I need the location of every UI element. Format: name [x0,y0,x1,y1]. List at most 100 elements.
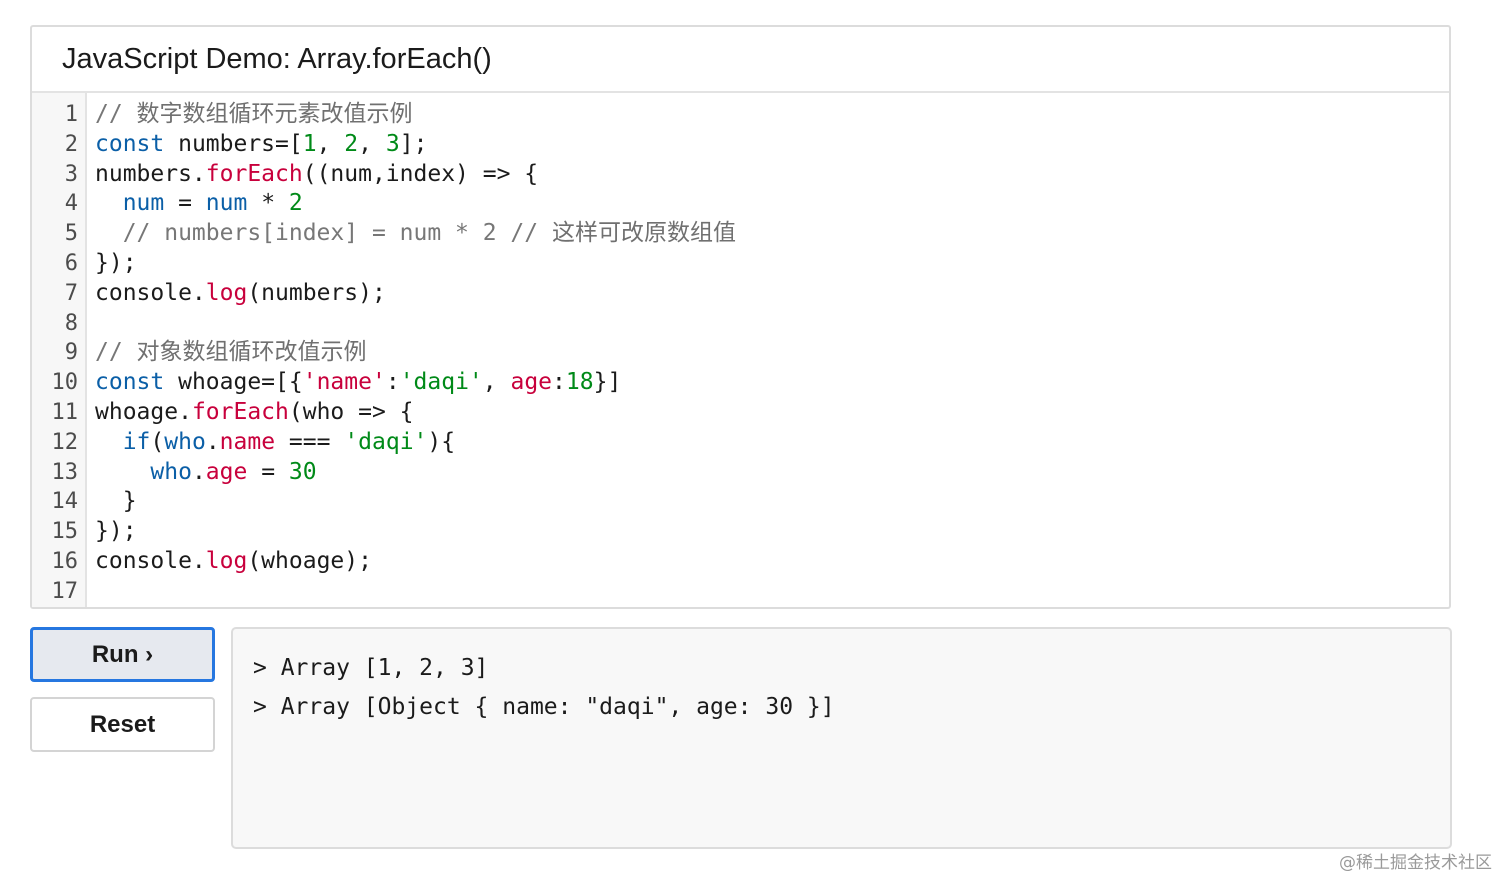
code-token: (whoage); [247,547,372,574]
code-token: // [95,339,137,366]
code-token: age [510,369,553,396]
code-token: (numbers); [247,279,386,306]
code-token: }); [95,518,137,545]
code-line[interactable] [95,577,1449,607]
code-token: who [150,458,192,485]
demo-header: JavaScript Demo: Array.forEach() [32,27,1449,93]
code-line[interactable]: // numbers[index] = num * 2 // 这样可改原数组值 [95,219,1449,249]
code-line[interactable]: }); [95,517,1449,547]
code-token: . [191,458,206,485]
code-line[interactable]: num = num * 2 [95,189,1449,219]
watermark: @稀土掘金技术社区 [1339,853,1492,873]
code-token: ){ [427,428,456,455]
code-token: whoage=[{ [164,369,303,396]
code-token: console. [95,547,206,574]
line-number: 12 [51,429,79,455]
line-number: 8 [64,310,78,336]
code-token: 18 [565,369,594,396]
code-token: : [552,369,566,396]
code-token: log [205,547,248,574]
console-output: > Array [1, 2, 3] > Array [Object { name:… [231,627,1452,849]
code-token: ( [150,428,165,455]
code-token: 对象数组循环改值示例 [136,339,367,366]
code-token [95,190,123,216]
line-number: 9 [64,340,78,366]
line-number: 2 [64,131,78,157]
code-line[interactable]: if(who.name === 'daqi'){ [95,428,1449,458]
code-line[interactable]: whoage.forEach(who => { [95,398,1449,428]
console-line: > Array [Object { name: "daqi", age: 30 … [253,694,835,720]
code-line[interactable] [95,309,1449,339]
code-token [95,459,150,485]
code-token: . [205,428,220,455]
code-token: name [219,428,276,455]
line-number: 13 [51,459,79,485]
code-token: 'daqi' [399,369,483,396]
code-line[interactable]: numbers.forEach((num,index) => { [95,160,1449,190]
code-token: 3 [385,130,400,157]
code-token: : [385,369,400,396]
line-number: 17 [51,578,79,604]
line-number: 3 [64,161,78,187]
code-token: console. [95,279,206,306]
code-token: 1 [302,130,317,157]
line-number: 15 [51,519,79,545]
code-token: who [164,428,206,455]
code-token: ]; [399,130,428,157]
code-token: === [275,428,345,455]
code-token: = [247,458,289,485]
code-line[interactable]: console.log(whoage); [95,547,1449,577]
code-token: // [95,101,137,127]
demo-title: JavaScript Demo: Array.forEach() [62,42,492,75]
code-line[interactable]: const whoage=[{'name':'daqi', age:18}] [95,368,1449,398]
code-token: 'name' [302,369,386,396]
code-token: age [205,458,248,485]
code-token: (who => { [288,398,414,425]
console-line: > Array [1, 2, 3] [253,655,489,681]
code-token: }] [593,369,622,396]
code-token: ((num,index) => { [302,160,539,187]
code-token: 'daqi' [344,428,428,455]
line-number: 4 [64,191,78,217]
code-token: } [95,488,137,515]
code-token: 30 [288,458,317,485]
code-token: forEach [191,398,289,425]
line-number: 10 [51,370,79,396]
code-line[interactable]: } [95,487,1449,517]
code-token: numbers. [95,160,206,187]
code-token: 2 [344,130,359,157]
code-line[interactable]: // 对象数组循环改值示例 [95,338,1449,368]
line-number: 11 [51,399,79,425]
code-token: log [205,279,248,306]
code-line[interactable]: }); [95,249,1449,279]
code-token: , [358,130,386,157]
code-token [95,429,123,455]
code-token: }); [95,249,137,276]
code-line[interactable]: who.age = 30 [95,458,1449,488]
line-number: 1 [64,102,78,127]
run-button[interactable]: Run › [30,627,215,682]
code-token: // numbers[index] = num * 2 // [95,220,552,247]
line-number: 5 [64,221,78,247]
line-number: 7 [64,280,78,306]
code-token: 数字数组循环元素改值示例 [136,101,413,127]
code-token: num [205,190,248,217]
code-token: 这样可改原数组值 [551,220,736,247]
line-number: 6 [64,250,78,276]
code-token: , [482,369,511,396]
line-number: 14 [51,489,79,515]
code-line[interactable]: const numbers=[1, 2, 3]; [95,130,1449,160]
code-line[interactable]: // 数字数组循环元素改值示例 [95,100,1449,130]
reset-button[interactable]: Reset [30,697,215,752]
code-token: , [316,130,345,157]
code-token: const [95,130,165,157]
code-token: if [122,428,151,455]
code-token: 2 [288,190,303,217]
code-line[interactable]: console.log(numbers); [95,279,1449,309]
line-number: 16 [51,548,79,574]
code-token: num [122,190,165,217]
